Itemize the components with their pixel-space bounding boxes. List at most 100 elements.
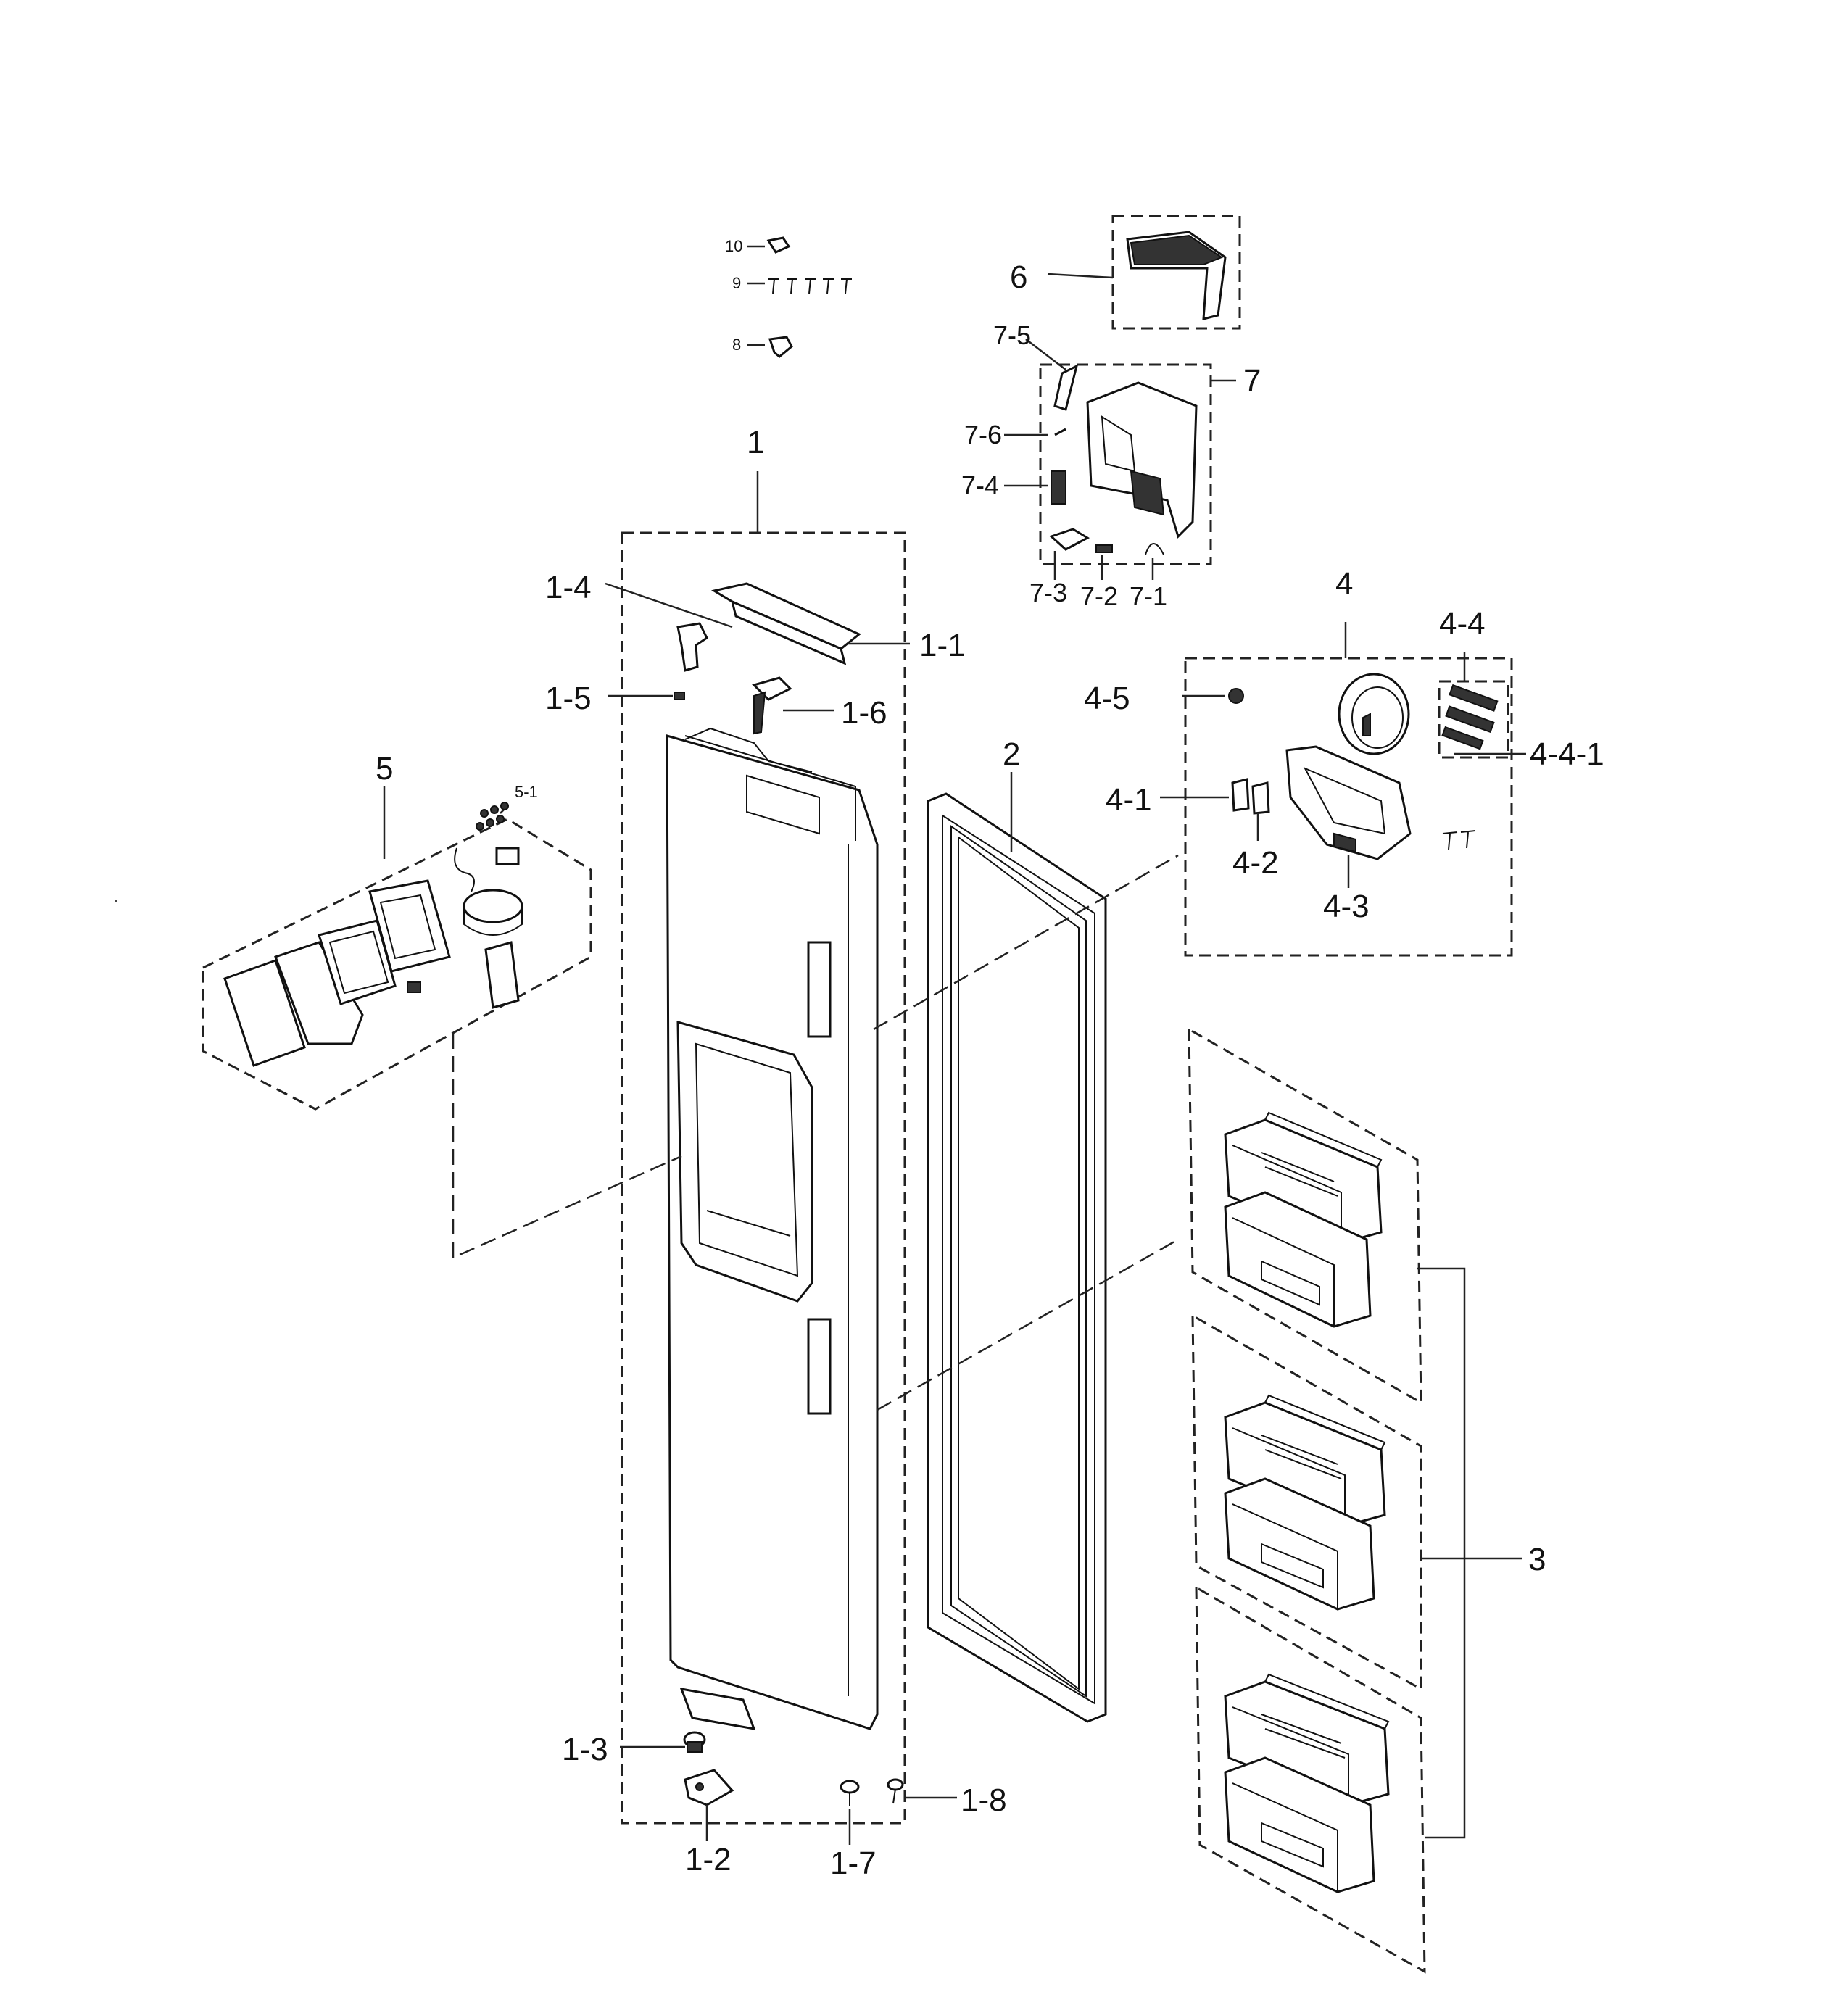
part-7-5 bbox=[1053, 364, 1079, 411]
part-4-group: 4 4-4 4-4-1 4-5 4-1 4-2 bbox=[1084, 566, 1604, 957]
bin-2 bbox=[1224, 1191, 1372, 1328]
part-6-group: 6 bbox=[1010, 215, 1241, 330]
label-3: 3 bbox=[1528, 1542, 1546, 1577]
bin-6 bbox=[1224, 1756, 1375, 1893]
part-5-1-screws bbox=[476, 802, 509, 831]
label-7-2: 7-2 bbox=[1080, 581, 1118, 611]
bin-3 bbox=[1224, 1394, 1386, 1527]
part-3-bracket bbox=[1417, 1267, 1466, 1839]
label-7-5: 7-5 bbox=[993, 320, 1031, 350]
label-1-8: 1-8 bbox=[961, 1782, 1007, 1818]
door-panel bbox=[666, 727, 879, 1730]
part-4-3-housing bbox=[1285, 745, 1412, 860]
part-4-screw-b bbox=[1460, 830, 1476, 849]
label-9: 9 bbox=[732, 274, 741, 292]
part-5-panel bbox=[274, 941, 364, 1045]
door-hinge-slot-bottom bbox=[807, 1318, 832, 1415]
part-5-bracket bbox=[495, 847, 520, 865]
label-4-3: 4-3 bbox=[1323, 889, 1370, 924]
part-1-8-screw bbox=[887, 1778, 904, 1804]
label-4-5: 4-5 bbox=[1084, 681, 1130, 716]
part-7-1 bbox=[1145, 543, 1164, 555]
part-7-4 bbox=[1051, 470, 1066, 505]
part-1-7-screw bbox=[840, 1780, 860, 1806]
part-4-2-switch bbox=[1251, 781, 1270, 815]
guide-part-4 bbox=[873, 854, 1179, 1031]
label-1-1: 1-1 bbox=[919, 628, 966, 663]
part-3-box-middle bbox=[1191, 1313, 1422, 1691]
part-1-6-switch bbox=[752, 676, 792, 735]
part-5-lever bbox=[484, 941, 520, 1009]
label-1-3: 1-3 bbox=[562, 1732, 608, 1767]
guide-part-5 bbox=[452, 1033, 682, 1259]
part-7-group: 7 7-5 7-6 7-4 7-3 7-2 7-1 bbox=[961, 320, 1261, 611]
part-1-5-pin bbox=[674, 692, 685, 700]
part-8-screw bbox=[768, 336, 793, 358]
leader-1-4 bbox=[605, 582, 733, 628]
label-6: 6 bbox=[1010, 260, 1027, 295]
part-4-5-knob bbox=[1228, 688, 1244, 704]
label-1-5: 1-5 bbox=[545, 681, 592, 716]
part-2-gasket: 2 bbox=[927, 736, 1107, 1723]
part-4-1-switch bbox=[1231, 778, 1250, 812]
part-7-box bbox=[1039, 363, 1212, 565]
part-9-screws bbox=[768, 278, 852, 294]
part-4-box bbox=[1184, 657, 1513, 957]
door-assembly-box bbox=[621, 531, 906, 1825]
stray-mark bbox=[115, 900, 117, 902]
part-5-group: 5 5-1 bbox=[202, 751, 592, 1111]
label-5-1: 5-1 bbox=[515, 783, 538, 801]
part-4-motor bbox=[1338, 673, 1410, 755]
label-7-4: 7-4 bbox=[961, 470, 999, 500]
label-8: 8 bbox=[732, 336, 741, 354]
part-5-front-cover bbox=[223, 959, 306, 1067]
part-1-4-latch bbox=[676, 622, 708, 672]
part-7-bucket-body bbox=[1086, 381, 1198, 539]
part-5-frame bbox=[368, 879, 451, 973]
guide-part-3 bbox=[877, 1238, 1179, 1411]
hardware-group: 10 9 8 bbox=[725, 236, 852, 358]
label-1-7: 1-7 bbox=[830, 1846, 877, 1881]
part-7-6 bbox=[1054, 428, 1066, 436]
part-5-box bbox=[202, 818, 592, 1111]
door-assembly-group: 1 1-1 1-4 bbox=[545, 425, 1007, 1881]
label-4-1: 4-1 bbox=[1106, 782, 1152, 818]
label-7: 7 bbox=[1243, 363, 1261, 399]
door-hinge-slot-top bbox=[807, 941, 832, 1038]
label-2: 2 bbox=[1003, 736, 1020, 772]
part-1-2-hinge-cam bbox=[684, 1769, 734, 1806]
label-1-6: 1-6 bbox=[841, 695, 887, 731]
label-1: 1 bbox=[747, 425, 764, 460]
label-4-2: 4-2 bbox=[1232, 845, 1279, 881]
part-3-group: 3 bbox=[1188, 1027, 1546, 1974]
label-4: 4 bbox=[1335, 566, 1353, 602]
label-5: 5 bbox=[376, 751, 393, 786]
part-3-box-top bbox=[1188, 1027, 1422, 1405]
bin-4 bbox=[1224, 1477, 1375, 1611]
label-10: 10 bbox=[725, 237, 742, 255]
label-7-3: 7-3 bbox=[1029, 578, 1067, 607]
label-7-1: 7-1 bbox=[1130, 581, 1167, 611]
lower-hinge-bracket bbox=[679, 1688, 756, 1730]
part-10-screw bbox=[766, 236, 791, 254]
label-7-6: 7-6 bbox=[964, 420, 1002, 449]
part-3-box-bottom bbox=[1195, 1585, 1426, 1974]
part-1-1-top-cover bbox=[711, 582, 861, 665]
label-1-2: 1-2 bbox=[685, 1842, 732, 1877]
bin-1 bbox=[1224, 1111, 1383, 1245]
part-5-wire bbox=[454, 847, 475, 892]
part-5-connector bbox=[407, 981, 421, 993]
assembly-guide-lines bbox=[452, 854, 1179, 1411]
label-1-4: 1-4 bbox=[545, 570, 592, 605]
part-6-box bbox=[1111, 215, 1241, 330]
part-7-2 bbox=[1095, 544, 1113, 553]
part-7-3 bbox=[1049, 528, 1090, 551]
part-5-motor-ring bbox=[463, 889, 523, 923]
bin-5 bbox=[1224, 1673, 1390, 1806]
label-4-4: 4-4 bbox=[1439, 606, 1486, 642]
part-4-screw-a bbox=[1442, 831, 1458, 850]
label-4-4-1: 4-4-1 bbox=[1530, 736, 1604, 772]
part-1-3-bushing bbox=[683, 1731, 706, 1753]
leader-6 bbox=[1047, 273, 1114, 279]
